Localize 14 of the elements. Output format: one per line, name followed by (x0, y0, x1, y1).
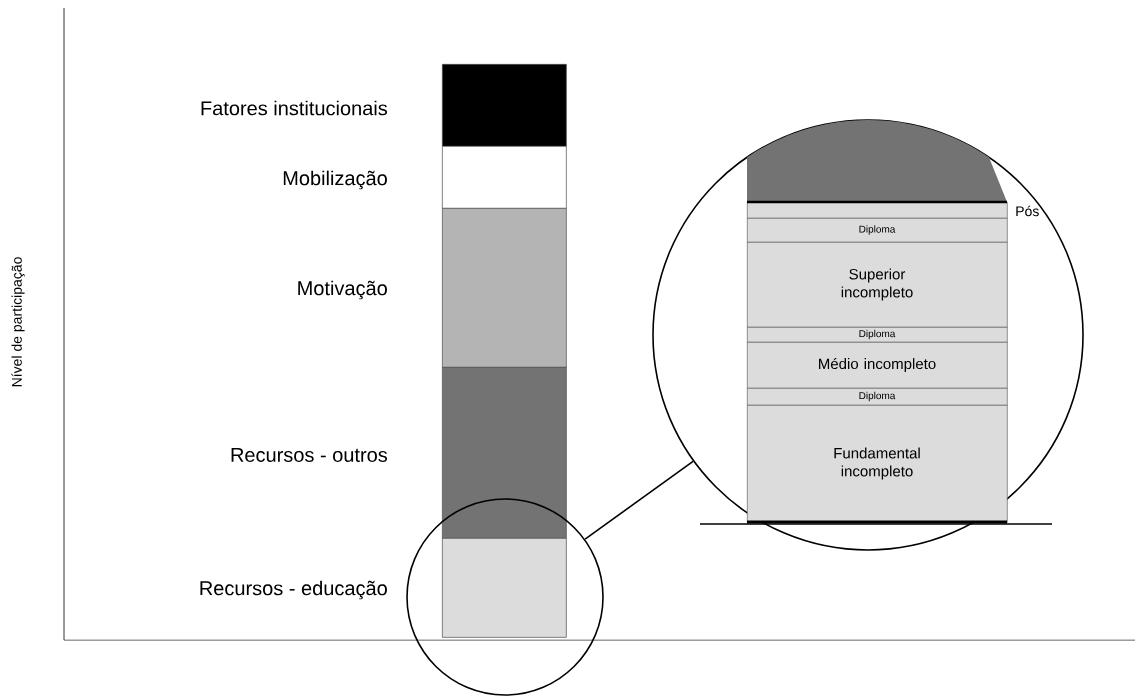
band-label: Pós (1016, 205, 1039, 217)
segment-label: Motivação (298, 280, 387, 300)
axis-title: Nível de participação (11, 257, 25, 387)
segment-label: Recursos - outros (231, 448, 388, 462)
magnifier-circle (652, 119, 1084, 551)
segment-label: Fatores institucionais (201, 100, 388, 116)
segment-label: Recursos - educação (200, 580, 387, 600)
segment-label: Mobilização (283, 170, 387, 190)
connector-line (584, 460, 694, 540)
magnifier-circle (406, 498, 604, 696)
education-band: Diploma (747, 327, 1008, 343)
education-band: Diploma (747, 388, 1008, 406)
education-band: Diploma (747, 218, 1008, 243)
bar-segment (747, 120, 1007, 202)
